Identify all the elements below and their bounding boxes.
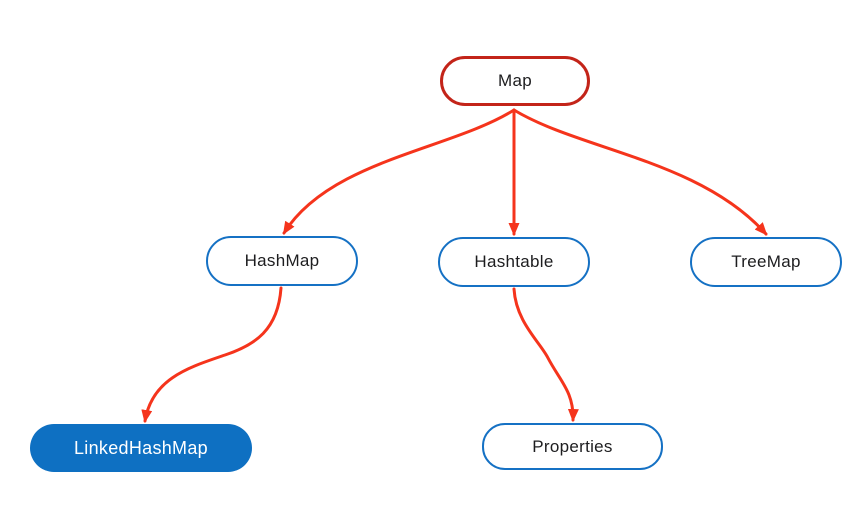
edge-hashtable-properties: [512, 287, 579, 422]
node-map-label: Map: [498, 71, 532, 90]
node-hashtable-label: Hashtable: [474, 252, 554, 271]
node-treemap: TreeMap: [690, 237, 842, 287]
node-hashtable: Hashtable: [438, 237, 590, 287]
node-properties-label: Properties: [532, 436, 613, 456]
edge-map-treemap: [512, 108, 768, 236]
edge-hashmap-linkedhashmap: [141, 286, 283, 423]
node-linkedhashmap: LinkedHashMap: [30, 424, 252, 472]
node-hashmap-label: HashMap: [244, 251, 320, 270]
node-hashmap: HashMap: [206, 236, 358, 286]
node-treemap-label: TreeMap: [731, 252, 801, 271]
edge-map-hashmap: [282, 108, 516, 235]
node-map: Map: [440, 56, 590, 106]
node-linkedhashmap-label: LinkedHashMap: [74, 437, 208, 458]
node-properties: Properties: [482, 423, 663, 470]
